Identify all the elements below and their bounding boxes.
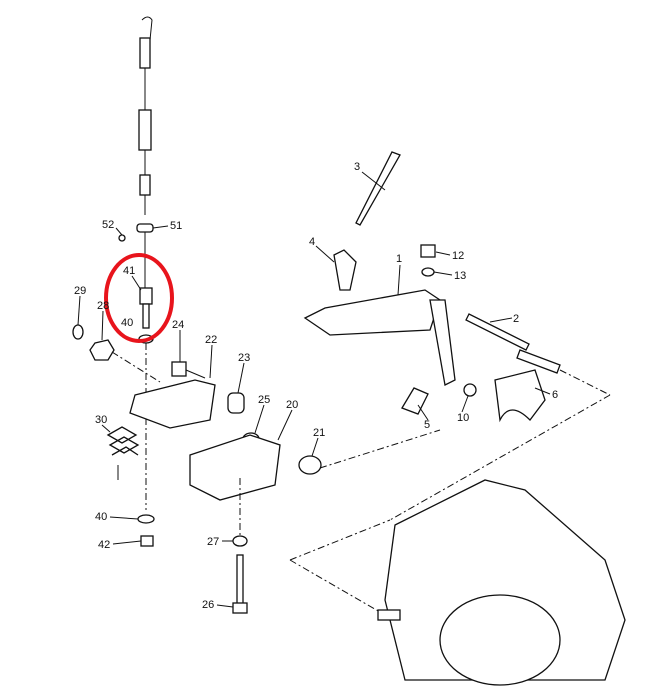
part-41-bolt: [142, 303, 150, 329]
label-42: 42: [98, 539, 110, 551]
label-40: 40: [121, 317, 133, 329]
part-2-tip: [516, 349, 561, 374]
part-13-washer: [421, 267, 435, 277]
label-5: 5: [424, 419, 430, 431]
part-1-lever: [303, 289, 441, 336]
label-20: 20: [286, 399, 298, 411]
part-labels: 3 4 1 12 13 2 52 51 41 29 28 40 24 22 23…: [74, 161, 558, 611]
label-10: 10: [457, 412, 469, 424]
part-10-knob: [463, 383, 477, 397]
part-3-rod: [355, 151, 401, 226]
part-29-clip: [72, 324, 84, 340]
part-6-fork: [494, 369, 546, 423]
label-21: 21: [313, 427, 325, 439]
label-13: 13: [454, 270, 466, 282]
leader-lines: [77, 171, 551, 608]
label-51: 51: [170, 220, 182, 232]
label-28: 28: [97, 300, 109, 312]
control-cable: [138, 16, 153, 215]
label-4: 4: [309, 236, 315, 248]
part-27-nut: [232, 535, 248, 547]
label-41: 41: [123, 265, 135, 277]
part-30-spring: [106, 426, 140, 456]
label-27: 27: [207, 536, 219, 548]
housing-bore: [439, 594, 561, 686]
label-3: 3: [354, 161, 360, 173]
highlight-circle: [104, 253, 174, 343]
part-52-clip: [118, 234, 126, 242]
part-21-washer: [298, 455, 322, 475]
label-22: 22: [205, 334, 217, 346]
label-24: 24: [172, 319, 184, 331]
part-12-nut: [420, 244, 436, 258]
label-26: 26: [202, 599, 214, 611]
housing-fitting: [377, 609, 401, 621]
label-1: 1: [396, 253, 402, 265]
label-29: 29: [74, 285, 86, 297]
part-26-bolt: [236, 554, 244, 606]
part-1-arm: [429, 299, 456, 386]
part-20-bracket: [189, 434, 281, 501]
part-24-bolt: [171, 361, 187, 377]
part-41-nut: [139, 287, 153, 305]
part-23-bushing: [227, 392, 245, 414]
label-52: 52: [102, 219, 114, 231]
part-2-shaft: [465, 313, 530, 351]
label-40-lower: 40: [95, 511, 107, 523]
label-25: 25: [258, 394, 270, 406]
label-2: 2: [513, 313, 519, 325]
part-5-spring: [401, 387, 429, 415]
part-26-head: [232, 602, 248, 614]
part-4-spring: [333, 249, 357, 291]
part-40-washer-lower: [137, 514, 155, 524]
part-51-pin: [136, 223, 154, 233]
part-22-bracket: [129, 379, 216, 429]
label-12: 12: [452, 250, 464, 262]
label-6: 6: [552, 389, 558, 401]
label-23: 23: [238, 352, 250, 364]
part-42-nut: [140, 535, 154, 547]
part-28-nut: [89, 339, 115, 361]
label-30: 30: [95, 414, 107, 426]
